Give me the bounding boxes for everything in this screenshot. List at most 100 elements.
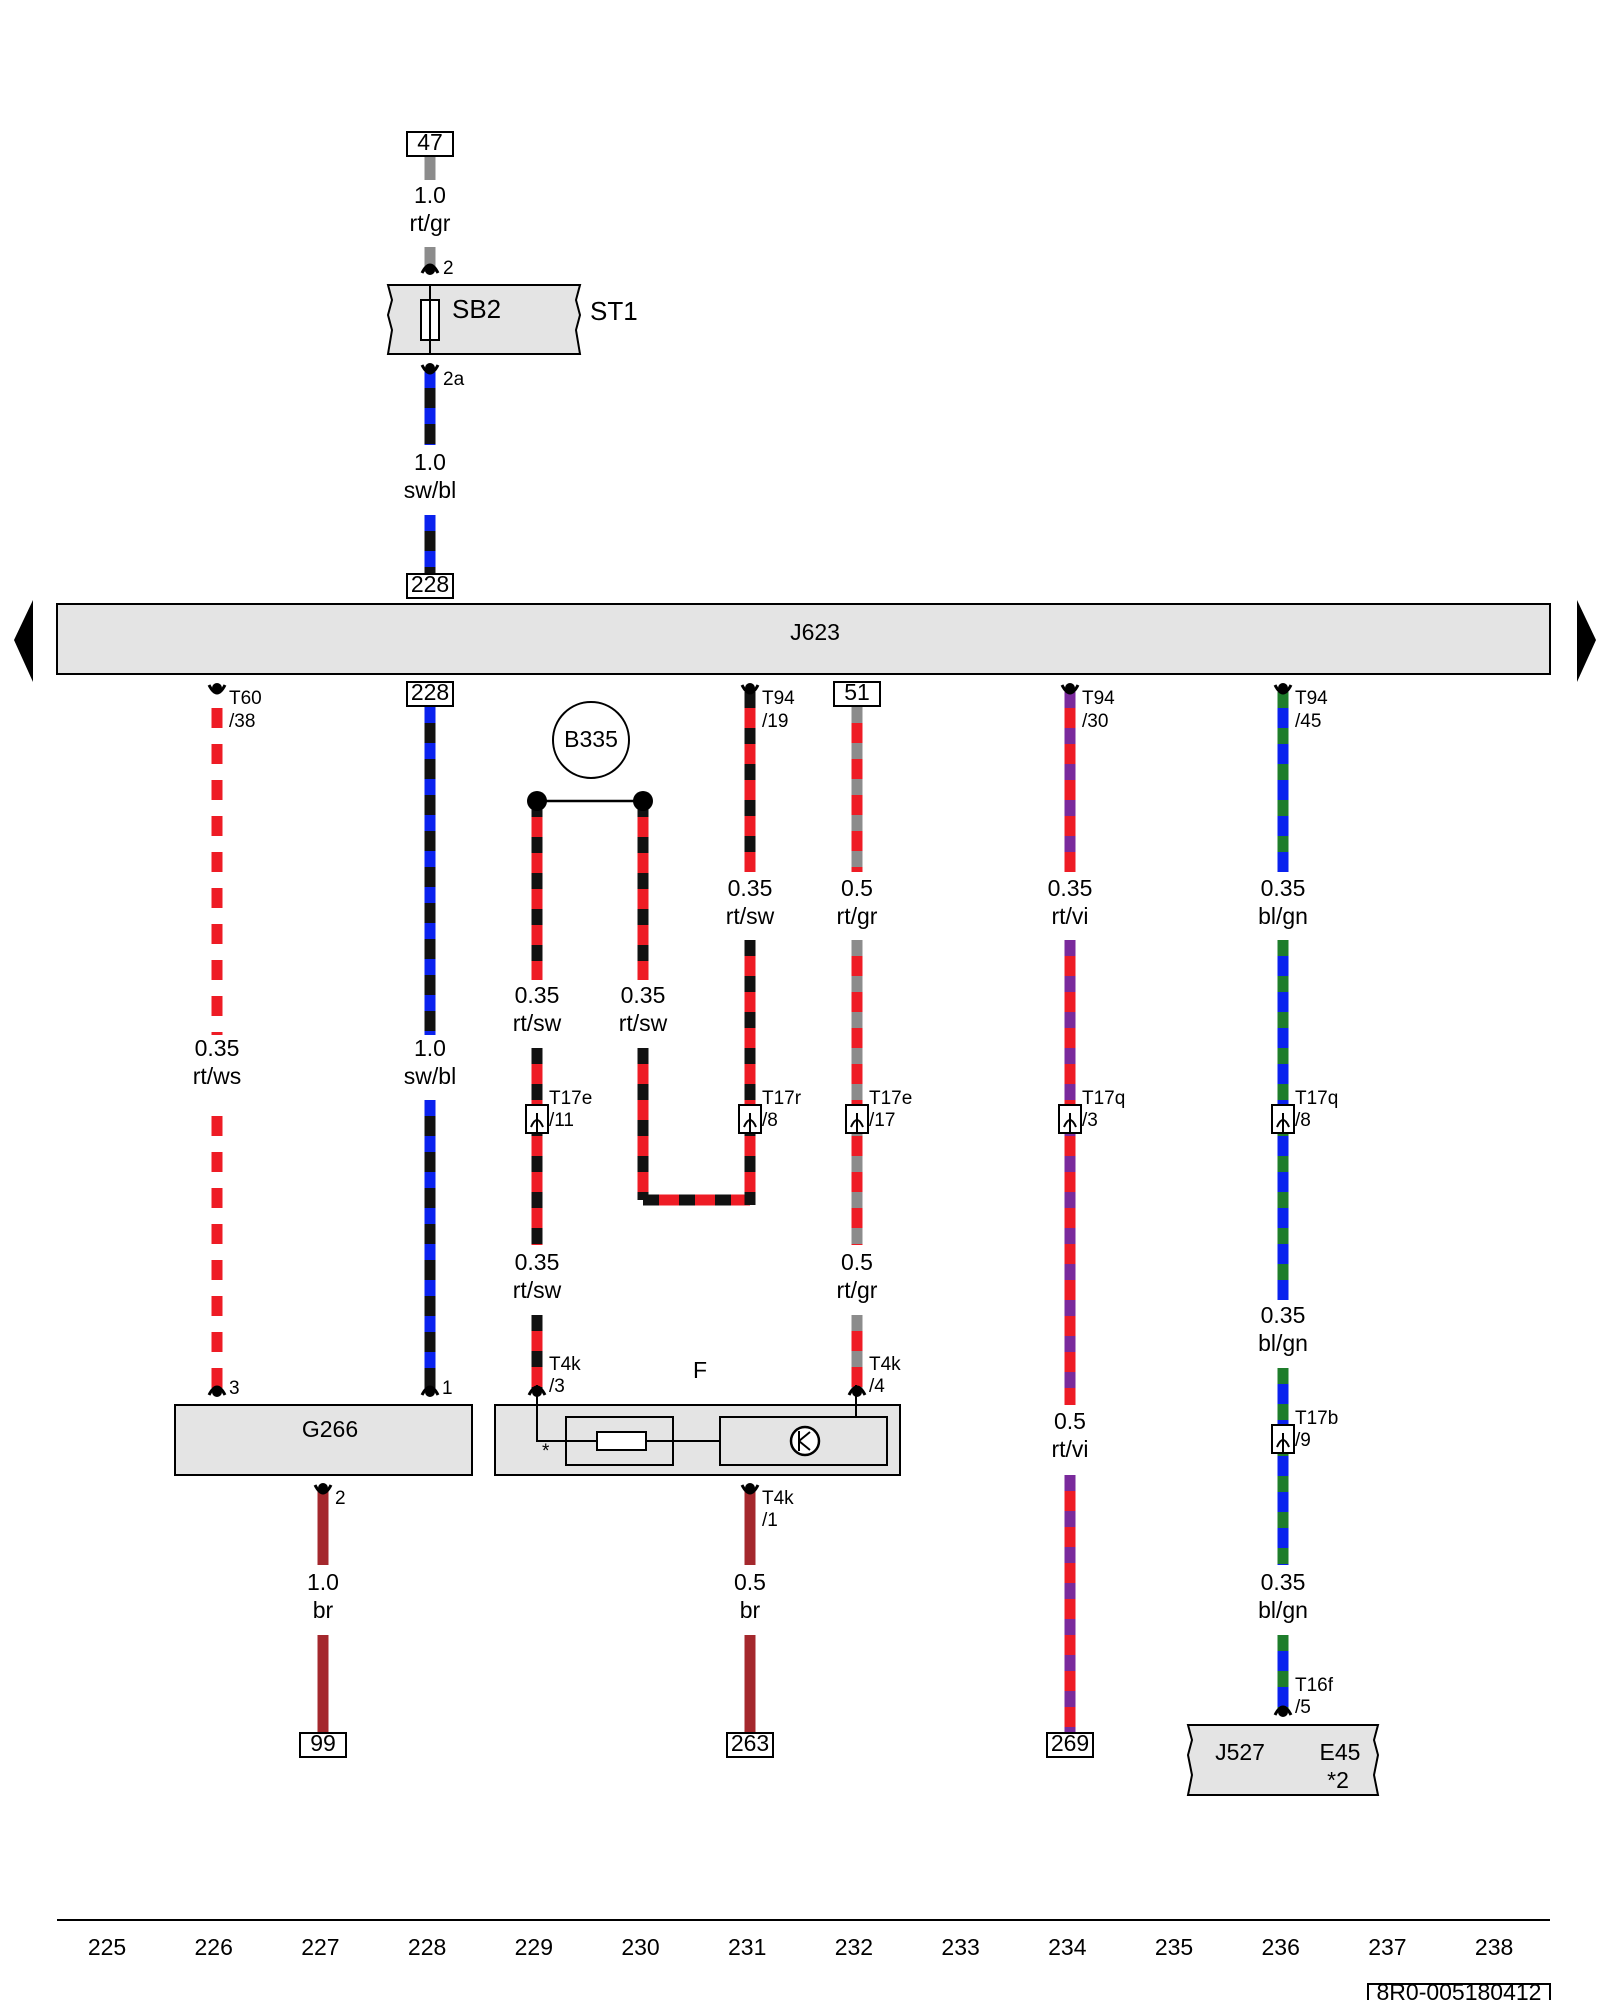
- wire-color: rt/vi: [1051, 903, 1088, 929]
- connector-pin: /3: [549, 1376, 565, 1397]
- wire-size: 1.0: [414, 449, 446, 475]
- wires-layer: [211, 157, 1289, 1733]
- wire-size: 0.35: [195, 1035, 240, 1061]
- wire-color: br: [313, 1597, 334, 1623]
- grid-number: 237: [1368, 1934, 1406, 1960]
- grid-number: 231: [728, 1934, 766, 1960]
- wire-size: 0.35: [728, 875, 773, 901]
- connector-label: T17e: [549, 1088, 592, 1109]
- connector-label: T4k: [762, 1488, 794, 1509]
- wire-color: bl/gn: [1258, 1597, 1308, 1623]
- connector-label: T16f: [1295, 1675, 1334, 1696]
- connector-pin: 2: [335, 1488, 346, 1509]
- document-number: 8R0-005180412: [1377, 1979, 1542, 2000]
- wire-size: 0.5: [841, 1249, 873, 1275]
- wire-color: bl/gn: [1258, 903, 1308, 929]
- control-unit-j527: [1186, 1724, 1380, 1796]
- reference-box[interactable]: [299, 1732, 347, 1758]
- grid-number: 225: [88, 1934, 126, 1960]
- connector-label: T60: [229, 688, 262, 709]
- connector-pin: /19: [762, 711, 788, 732]
- reference-box[interactable]: [726, 1732, 774, 1758]
- control-unit-j623: [56, 603, 1551, 675]
- connector-pin: /8: [1295, 1110, 1311, 1131]
- reference-228-top: 228: [411, 571, 449, 597]
- grid-number: 233: [941, 1934, 979, 1960]
- control-unit-j623-label: J623: [790, 619, 840, 645]
- wire-size: 1.0: [414, 1035, 446, 1061]
- grid-number: 229: [515, 1934, 553, 1960]
- fuse-holder-st1-label: ST1: [590, 296, 638, 326]
- wire-color: rt/gr: [837, 903, 878, 929]
- wire-size: 0.5: [1054, 1408, 1086, 1434]
- switch-f-label: F: [693, 1357, 707, 1383]
- connector-pin: /9: [1295, 1430, 1311, 1451]
- connector-pin: 2: [443, 258, 454, 279]
- continuation-left-arrow-icon[interactable]: [14, 600, 33, 682]
- grid-number: 238: [1475, 1934, 1513, 1960]
- wire-color: bl/gn: [1258, 1330, 1308, 1356]
- connector-pin: /17: [869, 1110, 895, 1131]
- continuation-right-arrow-icon[interactable]: [1577, 600, 1596, 682]
- reference-263: 263: [731, 1730, 769, 1756]
- reference-box[interactable]: [833, 681, 881, 707]
- wire-color: sw/bl: [404, 1063, 456, 1089]
- wire-color: rt/sw: [513, 1010, 562, 1036]
- wire-size: 0.5: [734, 1569, 766, 1595]
- wire-color: rt/sw: [513, 1277, 562, 1303]
- connector-label: T17r: [762, 1088, 802, 1109]
- connector-pin: /30: [1082, 711, 1108, 732]
- wire-size: 1.0: [414, 182, 446, 208]
- switch-f-note: *: [542, 1441, 550, 1462]
- grid-number: 226: [195, 1934, 233, 1960]
- wire-size: 0.35: [1048, 875, 1093, 901]
- sensor-g266: [174, 1404, 473, 1476]
- grid-number: 228: [408, 1934, 446, 1960]
- splice-point: [527, 791, 547, 811]
- reference-box[interactable]: [406, 681, 454, 707]
- ground-point-b335-label: B335: [564, 726, 618, 752]
- splice-point: [633, 791, 653, 811]
- wire-size: 0.35: [515, 982, 560, 1008]
- connector-pin: /45: [1295, 711, 1321, 732]
- wire-color: rt/sw: [619, 1010, 668, 1036]
- reference-47: 47: [417, 129, 443, 155]
- reference-269: 269: [1051, 1730, 1089, 1756]
- sensor-g266-label: G266: [302, 1416, 358, 1442]
- wire-color: br: [740, 1597, 761, 1623]
- connector-pin: /38: [229, 711, 255, 732]
- wire-size: 0.35: [621, 982, 666, 1008]
- wire-size: 0.5: [841, 875, 873, 901]
- connector-label: T17q: [1295, 1088, 1338, 1109]
- document-number-box: [1367, 1983, 1551, 2000]
- wire-color: rt/ws: [193, 1063, 242, 1089]
- connector-label: T94: [1082, 688, 1115, 709]
- connector-label: T4k: [549, 1354, 581, 1375]
- connector-pin: /1: [762, 1510, 778, 1531]
- wire-color: rt/gr: [837, 1277, 878, 1303]
- connector-label: T94: [1295, 688, 1328, 709]
- grid-number: 234: [1048, 1934, 1087, 1960]
- connector-pin: /4: [869, 1376, 885, 1397]
- fuse-sb2-label: SB2: [452, 294, 501, 324]
- grid-number: 236: [1262, 1934, 1300, 1960]
- connector-pin: /8: [762, 1110, 778, 1131]
- grid-number: 232: [835, 1934, 873, 1960]
- reference-box[interactable]: [406, 131, 454, 157]
- connector-label: T17e: [869, 1088, 912, 1109]
- ground-point-b335: [552, 701, 630, 779]
- wire-size: 0.35: [1261, 1302, 1306, 1328]
- connector-pin: /5: [1295, 1697, 1311, 1718]
- wire-size: 0.35: [515, 1249, 560, 1275]
- transistor-icon: [789, 1425, 821, 1457]
- connector-pin: /11: [549, 1110, 574, 1131]
- wire-size: 0.35: [1261, 875, 1306, 901]
- inline-connectors: [525, 1104, 1295, 1454]
- connector-pin: 1: [442, 1378, 453, 1399]
- reference-box[interactable]: [1046, 1732, 1094, 1758]
- reference-box[interactable]: [406, 573, 454, 599]
- grid-number: 230: [621, 1934, 659, 1960]
- grid-number: 227: [301, 1934, 339, 1960]
